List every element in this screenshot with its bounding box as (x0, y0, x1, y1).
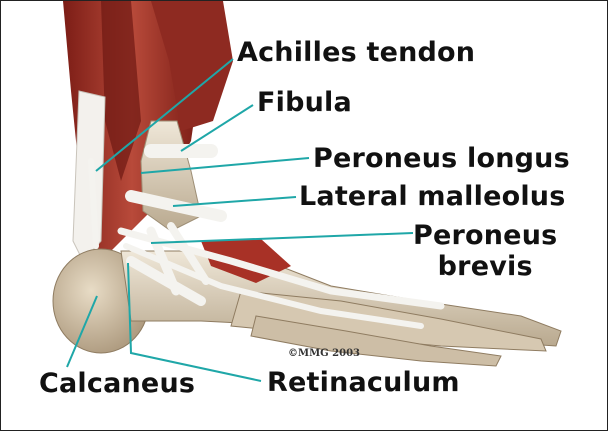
label-retinaculum: Retinaculum (267, 369, 460, 396)
copyright-notice: ©MMG 2003 (288, 348, 360, 359)
label-lateral-malleolus: Lateral malleolus (299, 183, 566, 210)
label-peroneus-brevis-line2: brevis (413, 251, 557, 282)
label-peroneus-longus: Peroneus longus (313, 145, 570, 172)
label-fibula: Fibula (257, 89, 352, 116)
label-peroneus-brevis-line1: Peroneus (413, 220, 557, 251)
label-peroneus-brevis: Peroneus brevis (413, 220, 557, 282)
label-achilles-tendon: Achilles tendon (237, 39, 475, 66)
peroneus-brevis-leader-line (151, 233, 413, 243)
label-calcaneus: Calcaneus (39, 370, 195, 397)
